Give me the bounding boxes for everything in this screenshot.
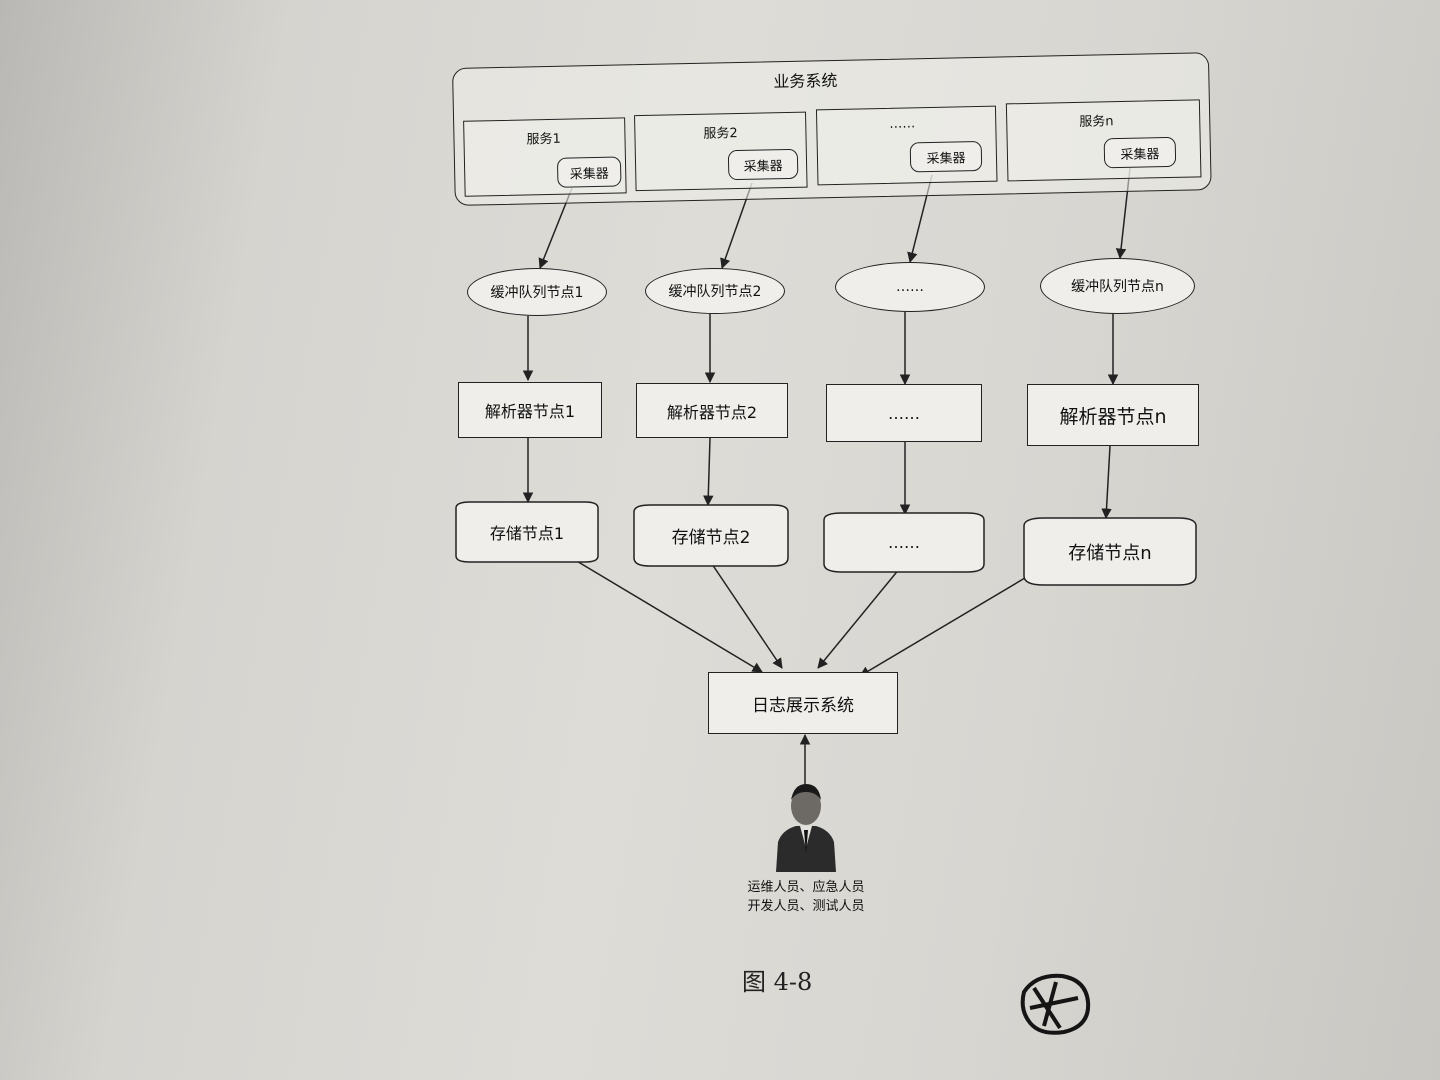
arrow-storage3-display [817, 567, 901, 669]
stamp-mark [1020, 973, 1091, 1035]
service-label: 服务1 [526, 131, 561, 148]
storage-node-n: 存储节点n [1068, 542, 1152, 564]
business-system-title: 业务系统 [773, 70, 838, 92]
business-system-box: 业务系统 服务1 采集器 服务2 采集器 …… 采集器 服务n 采集器 [452, 52, 1212, 206]
parser-node-n: 解析器节点n [1027, 384, 1199, 446]
collector-box: 采集器 [727, 148, 799, 181]
service-box-3: …… 采集器 [815, 105, 998, 186]
storage-node-2: 存储节点2 [671, 528, 751, 548]
service-label: 服务2 [703, 126, 738, 142]
arrow-parser2-storage2 [703, 437, 714, 507]
figure-caption: 图 4-8 [742, 968, 813, 996]
service-label: …… [889, 116, 916, 132]
collector-box: 采集器 [909, 140, 983, 173]
service-label: 服务n [1079, 114, 1114, 130]
log-display-system: 日志展示系统 [708, 672, 898, 734]
service-box-n: 服务n 采集器 [1005, 99, 1202, 182]
people-caption-line2: 开发人员、测试人员 [747, 899, 865, 914]
queue-node-2: 缓冲队列节点2 [645, 268, 785, 314]
storage-node-3: …… [888, 533, 920, 552]
collector-box: 采集器 [556, 156, 622, 188]
queue-node-1: 缓冲队列节点1 [467, 268, 607, 316]
arrow-storage1-display [574, 559, 763, 673]
arrow-storagen-display [859, 571, 1036, 677]
arrow-parsern-storagen [1101, 445, 1112, 520]
queue-node-n: 缓冲队列节点n [1040, 258, 1195, 314]
people-caption: 运维人员、应急人员 开发人员、测试人员 [726, 878, 886, 916]
parser-node-1: 解析器节点1 [458, 382, 602, 438]
collector-box: 采集器 [1103, 136, 1177, 169]
arrow-storage2-display [711, 563, 783, 669]
queue-node-3: …… [835, 262, 985, 312]
storage-node-1: 存储节点1 [489, 524, 565, 543]
parser-node-2: 解析器节点2 [636, 383, 788, 438]
parser-node-3: …… [826, 384, 982, 442]
service-box-2: 服务2 采集器 [634, 111, 808, 192]
people-caption-line1: 运维人员、应急人员 [747, 880, 865, 895]
service-box-1: 服务1 采集器 [463, 117, 627, 197]
person-icon [776, 784, 836, 872]
